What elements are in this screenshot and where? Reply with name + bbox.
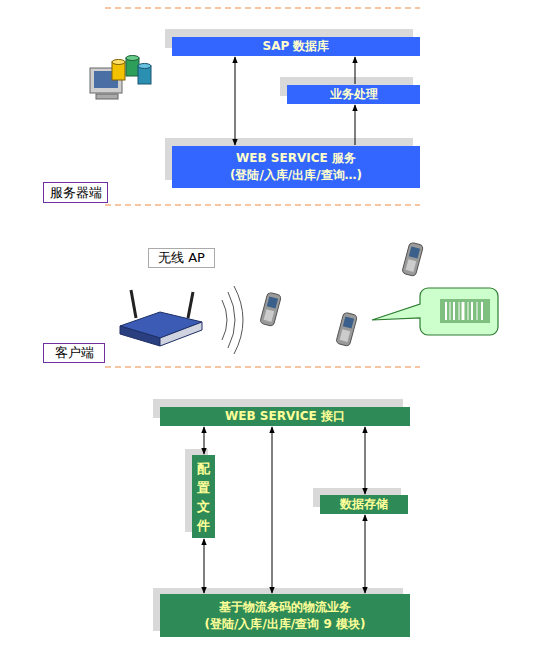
pda-device [336, 312, 358, 347]
database-box: SAP 数据库 [172, 37, 420, 56]
barcode-bar [453, 302, 455, 320]
connector-arrow [272, 427, 273, 593]
router-antenna [188, 292, 193, 318]
pda-keypad [340, 329, 351, 342]
connector-arrow [235, 57, 236, 145]
pda-screen [409, 247, 420, 259]
process-box: 业务处理 [287, 85, 420, 104]
box-label: WEB SERVICE 服务 (登陆/入库/出库/查询…) [224, 150, 369, 184]
section-divider [105, 204, 420, 206]
barcode-label [440, 299, 490, 323]
disk-cylinder [138, 64, 151, 69]
connector-arrow [365, 515, 366, 593]
box-label: WEB SERVICE 接口 [225, 408, 345, 425]
pda-screen [267, 297, 278, 309]
section-tag: 服务器端 [43, 182, 108, 203]
barcode-bar [468, 302, 469, 320]
barcode-bar [481, 302, 483, 320]
connector-arrow [204, 427, 205, 454]
box-label: 数据存储 [340, 496, 388, 513]
barcode-bar [477, 302, 478, 320]
section-divider [105, 366, 420, 368]
section-divider [105, 7, 420, 9]
signal-wave [222, 300, 227, 340]
section-tag: 客户端 [43, 343, 105, 363]
box-label: SAP 数据库 [263, 38, 330, 55]
box-label: 客户端 [55, 344, 94, 362]
server-base [96, 94, 118, 99]
barcode-bar [471, 302, 473, 320]
connector-arrow [355, 57, 356, 84]
box-label: 基于物流条码的物流业务 (登陆/入库/出库/查询 9 模块) [202, 599, 368, 633]
barcode-bar [459, 302, 460, 320]
signal-wave [234, 286, 243, 354]
box-label: 业务处理 [330, 86, 378, 103]
signal-wave [228, 292, 235, 348]
device-tag: 无线 AP [148, 248, 215, 268]
barcode-bar [462, 302, 465, 320]
config-box: 配置文件 [192, 455, 215, 538]
box-label: 无线 AP [158, 249, 205, 267]
barcode-callout [372, 288, 498, 335]
disk-cylinder [126, 56, 139, 61]
barcode-bars [446, 302, 482, 320]
router-body [120, 326, 160, 346]
connector-arrow [204, 539, 205, 593]
pda-keypad [264, 309, 275, 322]
pda-device [260, 292, 282, 327]
disk-cylinder [112, 60, 125, 65]
router-antenna [131, 290, 136, 318]
pda-keypad [406, 259, 417, 272]
business-box: 基于物流条码的物流业务 (登陆/入库/出库/查询 9 模块) [160, 594, 410, 637]
barcode-bar [450, 302, 451, 320]
router-body [160, 322, 202, 346]
connector-arrow [355, 105, 356, 145]
box-label: 配置文件 [197, 459, 211, 535]
box-label: 服务器端 [50, 184, 102, 202]
pda-device [402, 242, 424, 277]
pda-screen [343, 317, 354, 329]
interface-box: WEB SERVICE 接口 [160, 407, 410, 426]
connector-arrow [365, 427, 366, 494]
barcode-bar [445, 302, 447, 320]
storage-box: 数据存储 [320, 495, 408, 514]
service-box: WEB SERVICE 服务 (登陆/入库/出库/查询…) [172, 146, 420, 188]
